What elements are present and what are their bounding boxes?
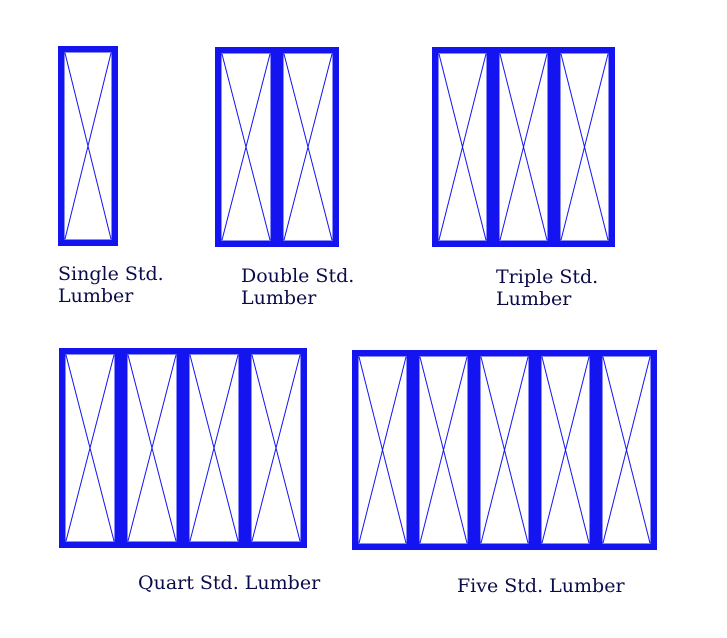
cross-line [480, 356, 529, 544]
quart-lumber-piece-1 [59, 348, 121, 548]
cross-line [358, 356, 407, 544]
cross-line [189, 354, 239, 542]
cross-line [127, 354, 177, 542]
cross-line [251, 354, 301, 542]
cross-line [283, 53, 333, 241]
single-lumber-group [58, 46, 118, 246]
five-lumber-piece-1 [352, 350, 413, 550]
cross-line [560, 53, 609, 241]
five-lumber-piece-3 [474, 350, 535, 550]
quart-lumber-caption: Quart Std. Lumber [138, 572, 321, 594]
triple-lumber-group [432, 47, 615, 247]
cross-line [419, 356, 468, 544]
cross-line [438, 53, 487, 241]
quart-lumber-group [59, 348, 307, 548]
five-lumber-piece-5 [596, 350, 657, 550]
double-lumber-piece-2 [277, 47, 339, 247]
triple-lumber-caption: Triple Std. Lumber [496, 266, 599, 310]
triple-lumber-piece-1 [432, 47, 493, 247]
triple-lumber-piece-2 [493, 47, 554, 247]
five-lumber-group [352, 350, 657, 550]
double-lumber-group [215, 47, 339, 247]
quart-lumber-piece-3 [183, 348, 245, 548]
single-lumber-piece-1 [58, 46, 118, 246]
five-lumber-piece-2 [413, 350, 474, 550]
five-lumber-piece-4 [535, 350, 596, 550]
five-lumber-caption: Five Std. Lumber [457, 575, 625, 597]
cross-line [602, 356, 651, 544]
single-lumber-caption: Single Std. Lumber [58, 263, 164, 307]
quart-lumber-piece-2 [121, 348, 183, 548]
triple-lumber-piece-3 [554, 47, 615, 247]
cross-line [541, 356, 590, 544]
cross-line [64, 52, 112, 240]
double-lumber-piece-1 [215, 47, 277, 247]
double-lumber-caption: Double Std. Lumber [241, 265, 355, 309]
cross-line [65, 354, 115, 542]
cross-line [499, 53, 548, 241]
quart-lumber-piece-4 [245, 348, 307, 548]
cross-line [221, 53, 271, 241]
